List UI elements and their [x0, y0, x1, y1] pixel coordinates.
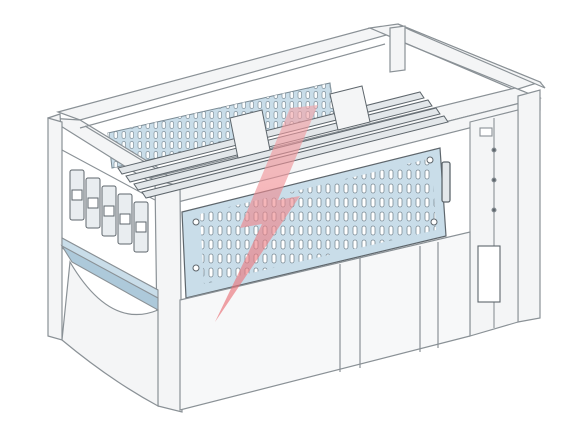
- left-side-frame: [60, 149, 159, 311]
- left-devices: [69, 169, 149, 253]
- front-lower-cover: [61, 231, 471, 411]
- lightning-bolt-icon: [215, 105, 318, 322]
- right-compartment: [469, 109, 519, 337]
- plate-handle: [441, 161, 451, 203]
